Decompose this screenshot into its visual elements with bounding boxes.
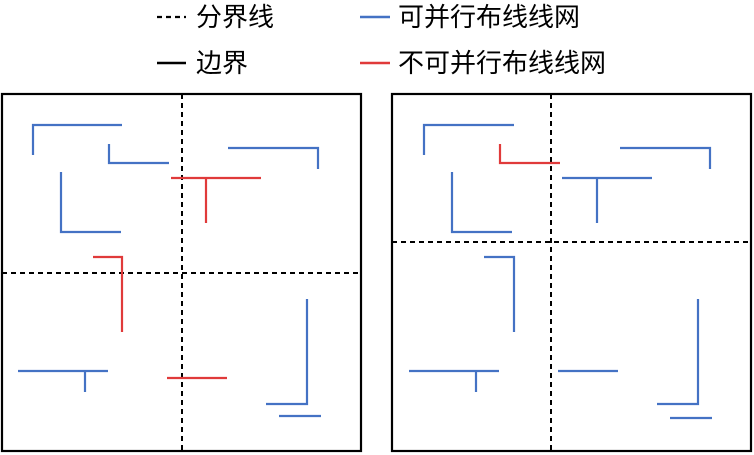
legend-non-routable-label: 不可并行布线线网 [398,49,606,79]
legend-routable-label: 可并行布线线网 [398,3,580,33]
left-net-top-left-bracket [31,123,122,155]
legend-partition-line-label: 分界线 [196,3,274,33]
left-net-red-hook [93,255,124,332]
right-panel [390,92,753,453]
right-net-top-left-bracket [422,123,514,155]
left-net-bottom-right-l [266,299,309,406]
legend: 分界线 边界 可并行布线线网 不可并行布线线网 [157,3,606,79]
right-boundary [390,92,753,453]
left-panel [0,92,363,453]
right-net-hook [484,255,516,332]
left-net-top-right-hook [228,146,320,169]
legend-boundary-label: 边界 [196,49,248,79]
left-net-mid-l [59,172,121,234]
right-net-bottom-right-l [657,299,700,406]
left-net-small-l [107,144,169,165]
right-net-top-right-hook [620,146,712,169]
right-net-red-l [498,144,560,165]
right-net-mid-l [450,172,512,234]
